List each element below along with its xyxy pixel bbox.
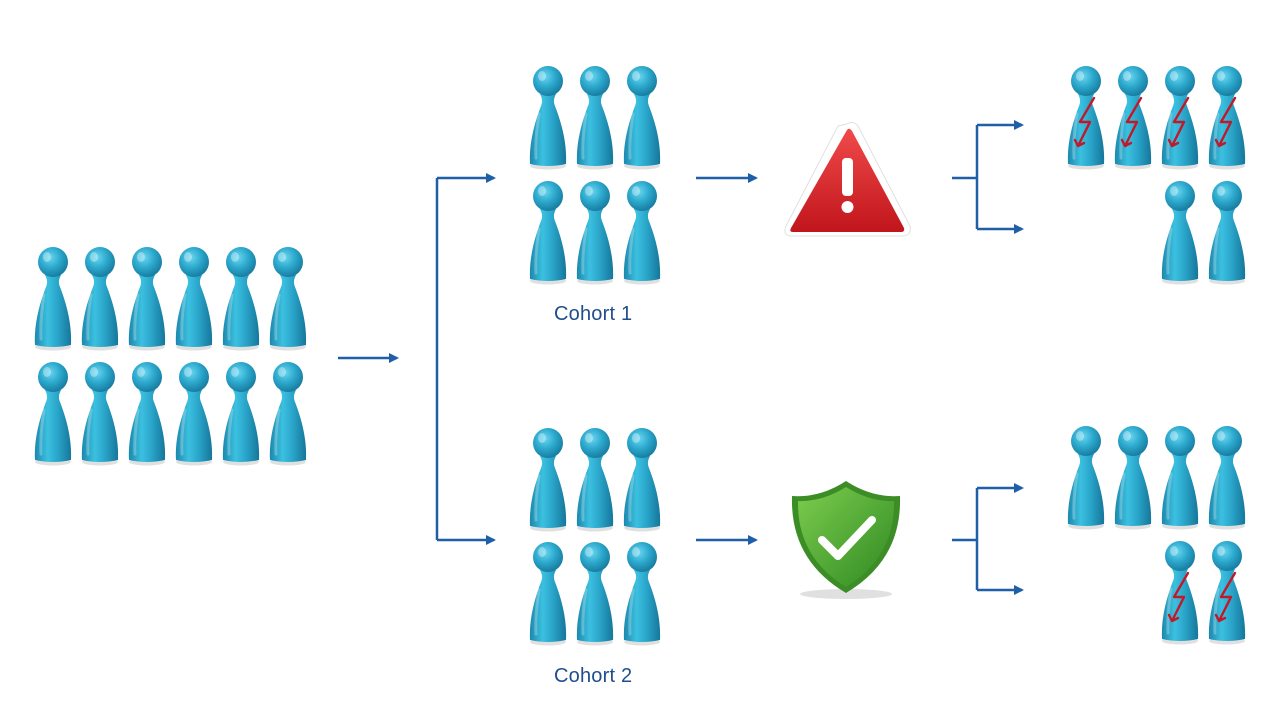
- lightning-icon: [1167, 96, 1190, 148]
- cohort-2-pawn: [623, 542, 661, 646]
- checkmark-icon: [818, 516, 876, 560]
- population-pawn: [81, 247, 119, 351]
- population-pawn: [128, 362, 166, 466]
- population-pawn: [175, 247, 213, 351]
- lightning-icon: [1120, 96, 1143, 148]
- population-pawn: [81, 362, 119, 466]
- outcome-2-bracket: [952, 488, 979, 590]
- lightning-icon: [1214, 571, 1237, 623]
- outcome-2-unaffected-pawn: [1067, 426, 1105, 530]
- population-pawn: [222, 247, 260, 351]
- shield-check-icon: [791, 481, 901, 599]
- lightning-icon: [1214, 96, 1237, 148]
- outcome-1-affected-pawn: [1114, 66, 1152, 170]
- warning-triangle-icon: [784, 121, 911, 237]
- cohort-1-pawn: [576, 181, 614, 285]
- outcome-1-unaffected-pawn: [1161, 181, 1199, 285]
- cohort-2-pawn: [576, 542, 614, 646]
- cohort-1-pawn: [529, 181, 567, 285]
- cohort-2-pawn: [529, 542, 567, 646]
- outcome-2-unaffected-pawn: [1208, 426, 1246, 530]
- cohort-1-pawn: [529, 66, 567, 170]
- outcome-1-affected-pawn: [1067, 66, 1105, 170]
- population-pawn: [269, 247, 307, 351]
- outcome-1-affected-pawn: [1161, 66, 1199, 170]
- outcome-2-unaffected-pawn: [1114, 426, 1152, 530]
- population-pawn: [222, 362, 260, 466]
- population-pawn: [34, 362, 72, 466]
- population-pawn: [128, 247, 166, 351]
- lightning-icon: [1073, 96, 1096, 148]
- cohort-1-pawn: [576, 66, 614, 170]
- population-pawn: [34, 247, 72, 351]
- population-pawn: [269, 362, 307, 466]
- outcome-2-unaffected-pawn: [1161, 426, 1199, 530]
- outcome-1-bracket: [952, 125, 979, 229]
- cohort-1-pawn: [623, 66, 661, 170]
- outcome-1-affected-pawn: [1208, 66, 1246, 170]
- cohort-2-pawn: [623, 428, 661, 532]
- cohort-2-pawn: [529, 428, 567, 532]
- outcome-2-affected-pawn: [1208, 541, 1246, 645]
- cohort-1-pawn: [623, 181, 661, 285]
- cohort-1-label: Cohort 1: [554, 303, 633, 325]
- lightning-icon: [1167, 571, 1190, 623]
- cohort-2-pawn: [576, 428, 614, 532]
- outcome-2-affected-pawn: [1161, 541, 1199, 645]
- population-pawn: [175, 362, 213, 466]
- outcome-1-unaffected-pawn: [1208, 181, 1246, 285]
- cohort-2-label: Cohort 2: [554, 665, 633, 687]
